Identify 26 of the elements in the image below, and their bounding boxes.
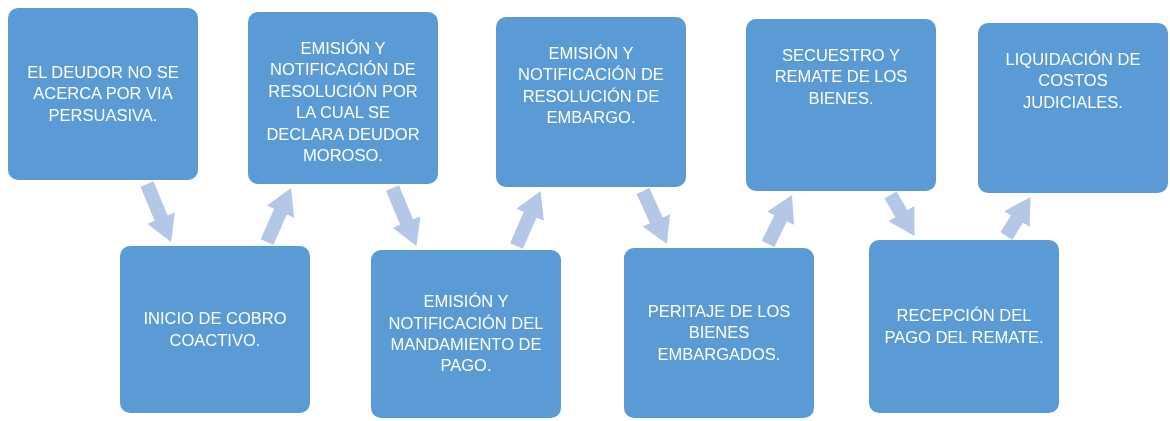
step-text: RECEPCIÓN DEL PAGO DEL REMATE. [883, 305, 1045, 348]
step-text: EMISIÓN Y NOTIFICACIÓN DEL MANDAMIENTO DE PAGO. [387, 291, 545, 377]
step-text: EMISIÓN Y NOTIFICACIÓN DE RESOLUCIÓN DE EMBARGO. [517, 43, 665, 129]
block-arrow [636, 188, 670, 244]
process-box [978, 23, 1168, 193]
step-text: LIQUIDACIÓN DE COSTOS JUDICIALES. [1004, 49, 1142, 113]
process-box [120, 246, 310, 413]
step-text: EMISIÓN Y NOTIFICACIÓN DE RESOLUCIÓN POR LA CUAL SE DECLARA DEUDOR MOROSO. [265, 38, 421, 167]
step-text: PERITAJE DE LOS BIENES EMBARGADOS. [646, 300, 792, 365]
process-box [8, 8, 198, 180]
step-text: INICIO DE COBRO COACTIVO. [142, 308, 288, 351]
process-box [371, 250, 561, 418]
block-arrow [260, 188, 295, 245]
block-arrow [386, 185, 421, 246]
block-arrow [884, 191, 915, 236]
block-arrow [761, 195, 795, 248]
process-box [746, 19, 936, 191]
step-text: EL DEUDOR NO SE ACERCA POR VIA PERSUASIVA. [26, 61, 180, 126]
step-text: SECUESTRO Y REMATE DE LOS BIENES. [773, 45, 909, 109]
process-box [869, 240, 1059, 413]
block-arrow [1000, 197, 1031, 240]
process-box [496, 17, 686, 187]
block-arrow [140, 181, 175, 242]
block-arrow [510, 191, 544, 249]
process-box [624, 248, 814, 418]
process-box [248, 12, 438, 184]
